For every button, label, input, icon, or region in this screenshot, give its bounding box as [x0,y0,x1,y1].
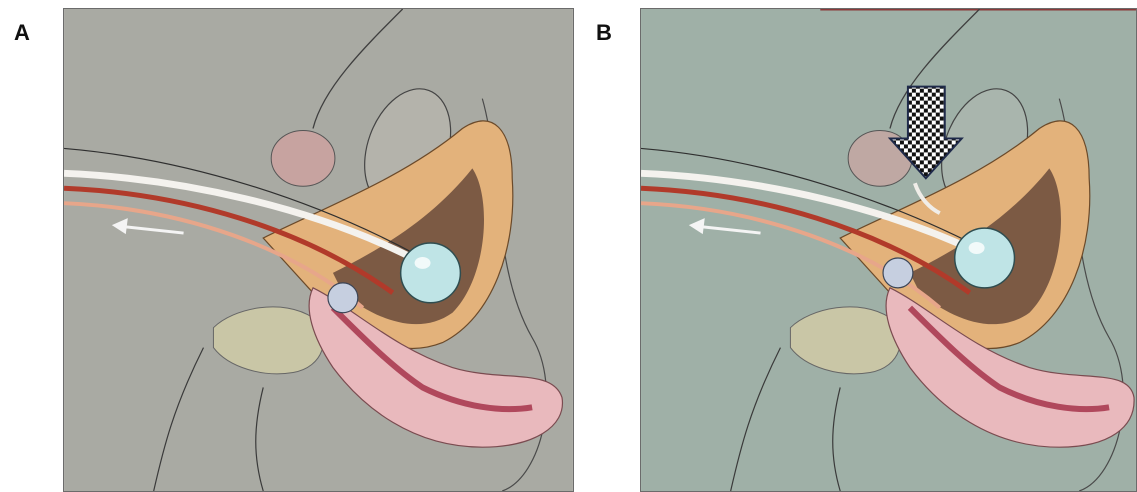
balloon-highlight [969,242,985,254]
pubic-bone [271,130,335,186]
anatomy-diagram-b [641,9,1136,491]
panel-b-illustration [640,8,1137,492]
panel-a-illustration [63,8,574,492]
balloon-highlight [415,257,431,269]
bladder-balloon [955,228,1015,288]
anatomy-diagram-a [64,9,573,491]
prostatic-balloon [328,283,358,313]
panel-label-b: B [596,20,612,46]
bladder-balloon [401,243,461,303]
prostatic-balloon [883,258,913,288]
panel-label-a: A [14,20,30,46]
